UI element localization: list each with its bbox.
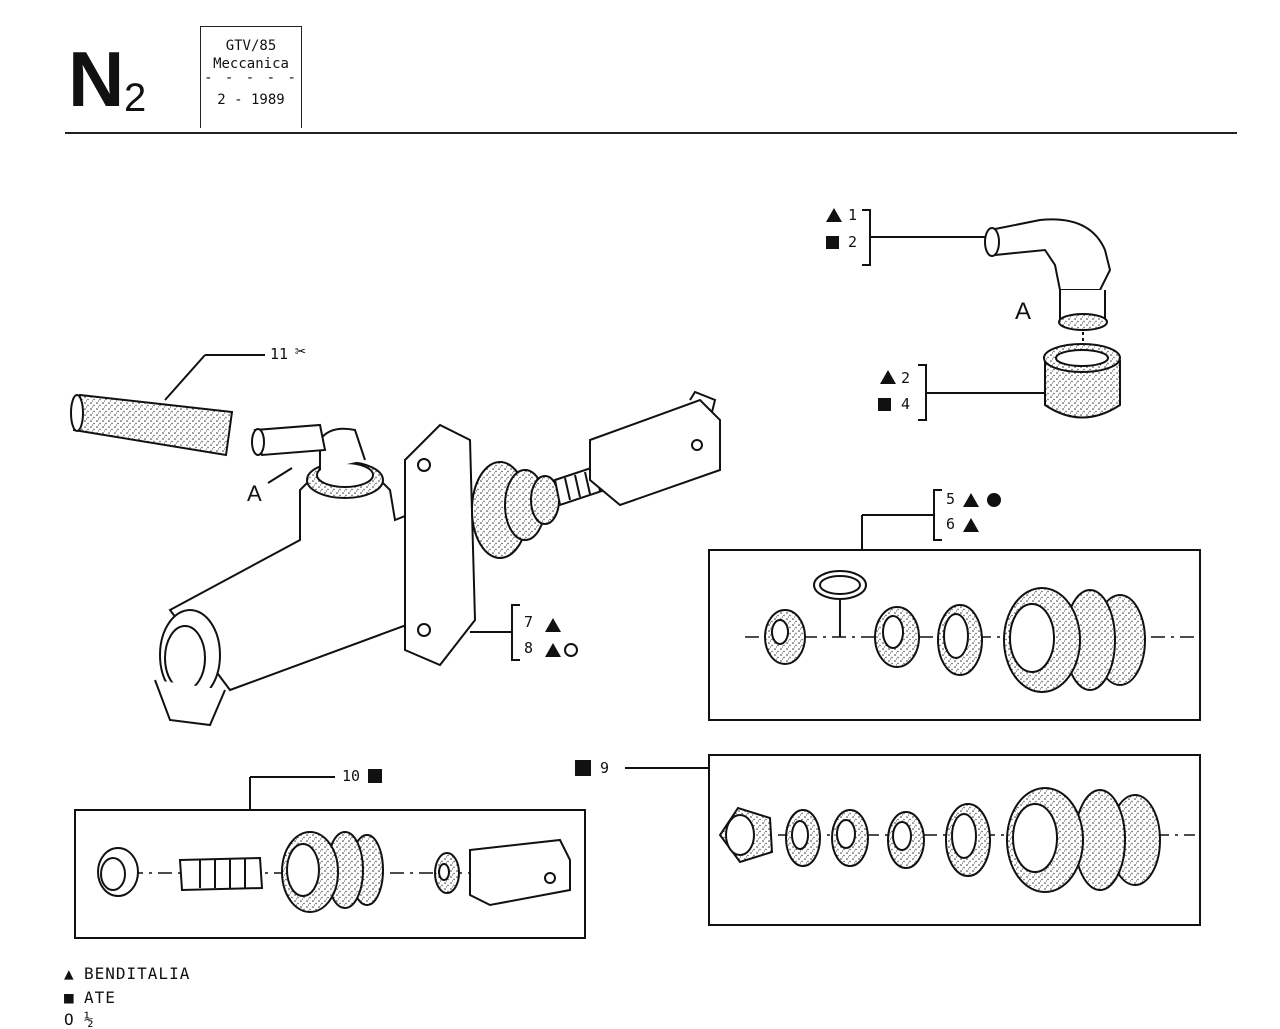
callout-7: 7 bbox=[524, 613, 534, 631]
triangle-icon bbox=[545, 618, 561, 632]
legend-label: ATE bbox=[84, 988, 116, 1007]
separator: - - - - - bbox=[204, 70, 298, 86]
callout-4: 4 bbox=[901, 395, 911, 413]
square-icon bbox=[878, 398, 891, 411]
bracket-2-4 bbox=[918, 364, 927, 421]
circle-icon bbox=[564, 643, 578, 657]
detail-a-arrow bbox=[267, 467, 293, 484]
date-label: 2 - 1989 bbox=[217, 92, 285, 108]
triangle-icon bbox=[880, 370, 896, 384]
square-icon: ■ bbox=[64, 988, 75, 1007]
triangle-icon bbox=[545, 643, 561, 657]
callout-2: 2 bbox=[848, 233, 858, 251]
circle-icon: O bbox=[64, 1010, 75, 1029]
legend-label: ½ bbox=[84, 1010, 95, 1029]
bracket-7-8 bbox=[511, 604, 520, 661]
page-number: 2 bbox=[124, 76, 147, 120]
leader-11b bbox=[164, 354, 206, 401]
kit-box-9 bbox=[708, 754, 1201, 926]
seal-kit-box-5-6 bbox=[708, 549, 1201, 721]
triangle-icon bbox=[963, 518, 979, 532]
callout-5: 5 bbox=[946, 490, 956, 508]
detail-a-label: A bbox=[1015, 298, 1032, 325]
square-icon bbox=[368, 769, 382, 783]
hose-part-11 bbox=[70, 393, 234, 457]
grommet-part-2-4 bbox=[1043, 343, 1121, 419]
page-letter: N bbox=[68, 35, 124, 123]
callout-9: 9 bbox=[600, 759, 610, 777]
callout-2: 2 bbox=[901, 369, 911, 387]
triangle-icon bbox=[826, 208, 842, 222]
bracket-1-2 bbox=[862, 209, 871, 266]
legend-benditalia: ▲ BENDITALIA bbox=[64, 964, 190, 983]
scissors-icon: ✂ bbox=[295, 341, 306, 362]
header-rule bbox=[65, 132, 1237, 134]
detail-a-label: A bbox=[247, 481, 262, 506]
triangle-icon: ▲ bbox=[64, 964, 75, 983]
circle-icon bbox=[987, 493, 1001, 507]
legend-ate: ■ ATE bbox=[64, 988, 116, 1007]
callout-10: 10 bbox=[342, 767, 361, 785]
triangle-icon bbox=[963, 493, 979, 507]
legend-label: BENDITALIA bbox=[84, 964, 191, 983]
master-cylinder-body bbox=[154, 390, 721, 727]
callout-11: 11 bbox=[270, 345, 289, 363]
callout-8: 8 bbox=[524, 639, 534, 657]
kit-10-components bbox=[97, 831, 571, 913]
square-icon bbox=[826, 236, 839, 249]
callout-6: 6 bbox=[946, 515, 956, 533]
section-label: Meccanica bbox=[213, 56, 289, 72]
kit-9-components bbox=[718, 787, 1161, 893]
bracket-5-6 bbox=[933, 489, 942, 541]
seal-kit-components bbox=[764, 570, 1146, 693]
model-label: GTV/85 bbox=[225, 38, 277, 54]
callout-1: 1 bbox=[848, 206, 858, 224]
kit-box-10 bbox=[74, 809, 586, 939]
detail-a-elbow bbox=[984, 218, 1112, 331]
symbol-markers bbox=[368, 208, 1001, 783]
square-icon bbox=[575, 760, 591, 776]
header-info-box: GTV/85 Meccanica - - - - - 2 - 1989 bbox=[200, 26, 302, 128]
